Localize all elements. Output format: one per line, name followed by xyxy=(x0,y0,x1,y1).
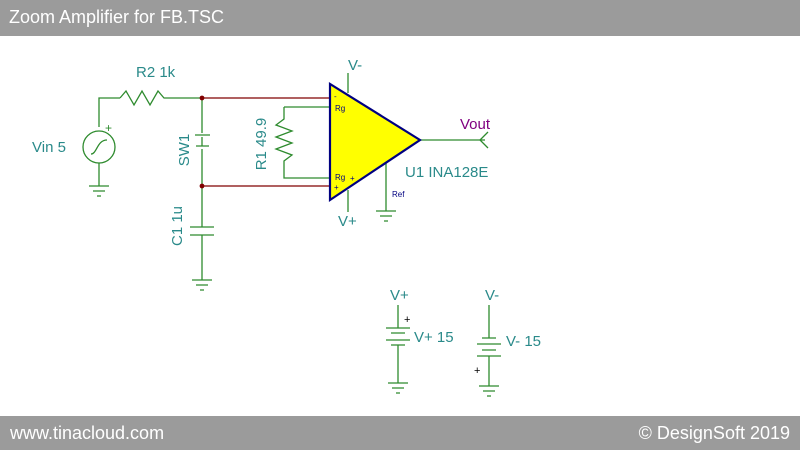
vminus-label: V- 15 xyxy=(506,333,541,350)
vminus-node-label: V- xyxy=(485,287,499,304)
vplus-battery xyxy=(386,305,410,394)
r2-label: R2 1k xyxy=(136,64,176,81)
amplifier-triangle xyxy=(328,82,423,203)
amp-pin-plus-inner: + xyxy=(350,174,355,183)
r1-resistor xyxy=(274,107,330,179)
amp-pin-ref: Ref xyxy=(392,190,405,199)
r2-resistor xyxy=(119,89,202,107)
footer-bar: www.tinacloud.com © DesignSoft 2019 xyxy=(0,416,800,450)
schematic-canvas: Vin 5 + R2 1k SW1 C1 1u R1 49.9 V- V+ Rg… xyxy=(32,57,541,397)
copyright-text: © DesignSoft 2019 xyxy=(638,423,790,443)
vminus-plus-sign: + xyxy=(474,365,480,377)
vminus-battery xyxy=(477,305,501,397)
amp-part-label: U1 INA128E xyxy=(405,164,488,181)
sw1-switch xyxy=(195,98,210,186)
ref-ground-symbol xyxy=(376,163,396,222)
page-title: Zoom Amplifier for FB.TSC xyxy=(9,7,225,27)
r1-label: R1 49.9 xyxy=(253,118,270,171)
amp-pin-rg-bottom: Rg xyxy=(335,173,345,182)
sw1-label: SW1 xyxy=(176,134,193,167)
title-bar: Zoom Amplifier for FB.TSC xyxy=(0,0,800,36)
amp-vneg-label: V- xyxy=(348,57,362,74)
junction-dot-top xyxy=(199,95,205,101)
amp-pin-rg-top: Rg xyxy=(335,104,345,113)
vplus-plus-sign: + xyxy=(404,314,410,326)
vout-label: Vout xyxy=(460,116,491,133)
vin-label: Vin 5 xyxy=(32,139,66,156)
amp-vpos-label: V+ xyxy=(338,213,357,230)
node-wires xyxy=(202,97,330,187)
website-link[interactable]: www.tinacloud.com xyxy=(10,423,165,443)
vplus-label: V+ 15 xyxy=(414,329,454,346)
vin-wire xyxy=(98,97,120,127)
vin-ground-symbol xyxy=(89,163,109,197)
vin-source-symbol xyxy=(82,130,116,164)
vin-plus-sign: + xyxy=(105,121,112,135)
c1-capacitor xyxy=(190,186,214,291)
junction-dot-bottom xyxy=(199,183,205,189)
c1-label: C1 1u xyxy=(169,206,186,246)
vout-connector xyxy=(479,131,489,149)
amp-pin-plus: + xyxy=(334,183,339,192)
amp-pin-minus: - xyxy=(334,92,337,101)
vplus-node-label: V+ xyxy=(390,287,409,304)
vin-step-glyph xyxy=(90,139,108,155)
